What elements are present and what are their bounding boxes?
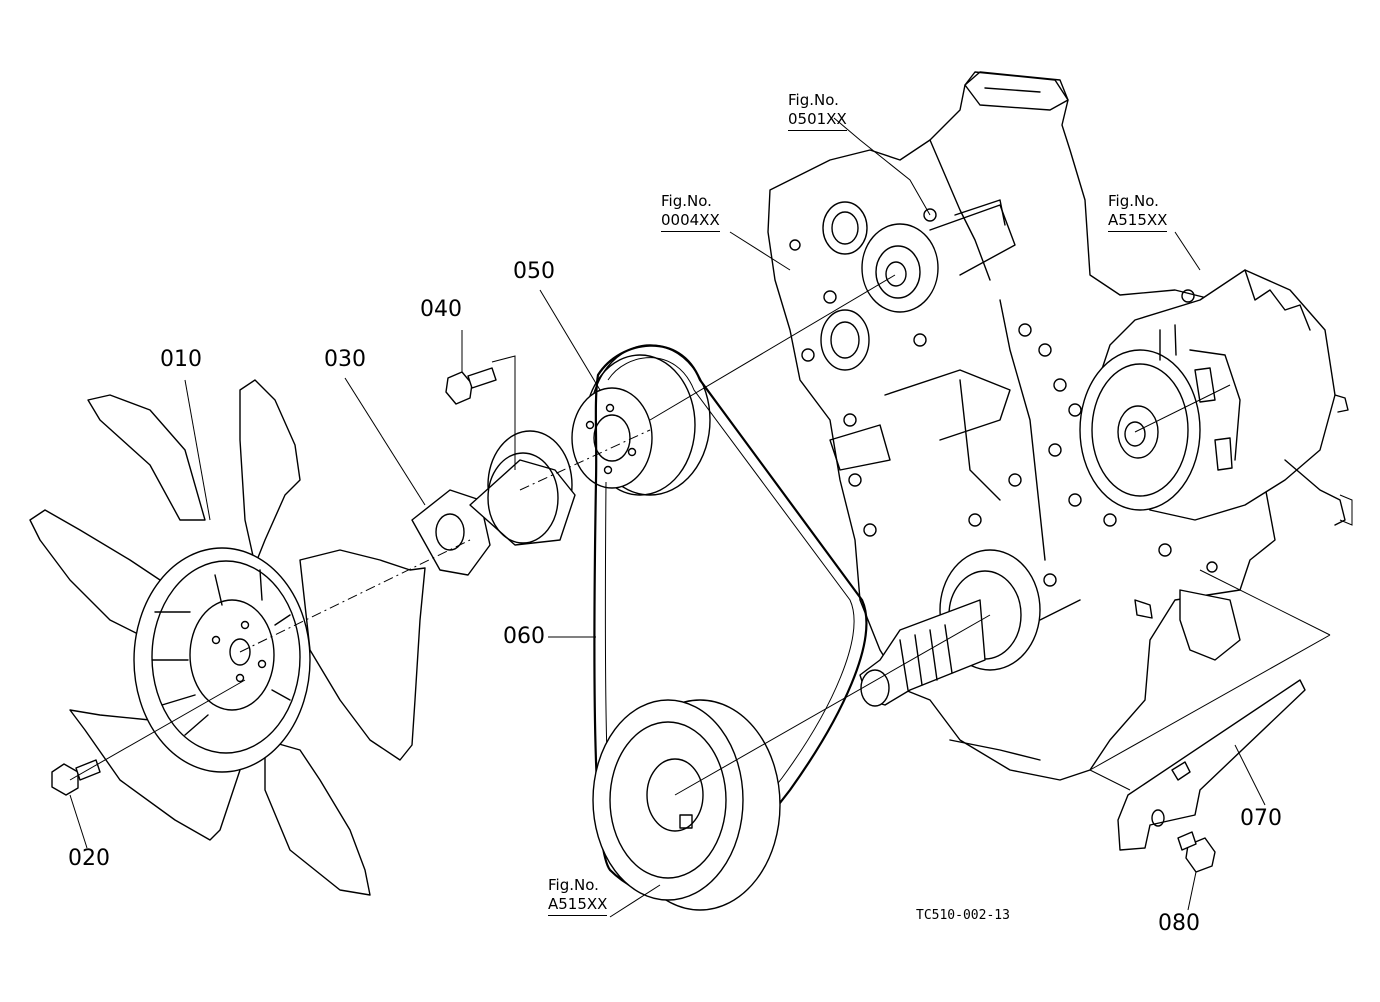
water-pump-pulley [571,344,711,496]
engine-gear-case [767,71,1276,781]
figure-ref-0501xx[interactable]: Fig.No. 0501XX [788,91,847,131]
figure-ref-code: 0501XX [788,110,847,131]
part-label-030[interactable]: 030 [324,347,366,372]
figure-ref-code: A515XX [1108,211,1168,232]
figure-ref-label: Fig.No. [548,876,599,894]
figure-ref-a515xx-pulley[interactable]: Fig.No. A515XX [548,876,608,916]
part-label-010[interactable]: 010 [160,347,202,372]
figure-ref-code: 0004XX [661,211,720,232]
part-label-070[interactable]: 070 [1240,806,1282,831]
figure-ref-0004xx[interactable]: Fig.No. 0004XX [661,192,720,232]
cooling-fan [29,379,426,896]
figure-ref-a515xx-alternator[interactable]: Fig.No. A515XX [1108,192,1168,232]
part-label-080[interactable]: 080 [1158,911,1200,936]
part-label-060[interactable]: 060 [503,624,545,649]
crankshaft-pulley [592,699,781,911]
part-label-020[interactable]: 020 [68,846,110,871]
figure-ref-label: Fig.No. [788,91,839,109]
figure-ref-label: Fig.No. [661,192,712,210]
figure-ref-label: Fig.No. [1108,192,1159,210]
leader-lines [69,117,1266,918]
drawing-number: TC510-002-13 [916,908,1010,923]
fan-spacer [411,430,576,576]
fan-bolt [445,367,497,405]
figure-ref-code: A515XX [548,895,608,916]
bracket-bolt [1177,831,1216,873]
fan-mounting-bolt [51,759,101,796]
part-label-050[interactable]: 050 [513,259,555,284]
part-label-040[interactable]: 040 [420,297,462,322]
mounting-bracket [1117,679,1306,851]
assembly-centerlines [69,274,1331,796]
